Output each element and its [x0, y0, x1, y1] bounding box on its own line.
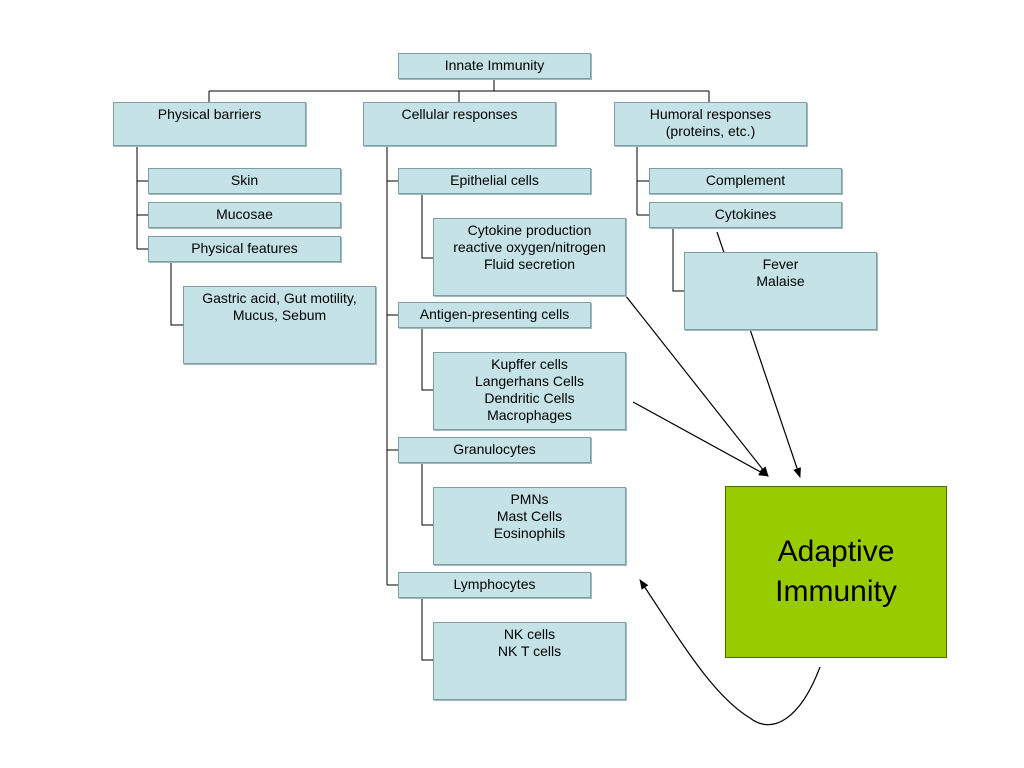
cellular-responses-box: Cellular responses — [363, 102, 556, 146]
adaptive-immunity-label: Immunity — [775, 575, 897, 608]
granulocytes-detail-line: PMNs — [510, 491, 549, 507]
connector-apc-detail — [421, 329, 433, 391]
lymphocytes-detail-line: NK T cells — [497, 643, 562, 659]
physical-features-detail-line: Gastric acid, Gut motility, — [202, 290, 357, 306]
cytokines-label: Cytokines — [714, 206, 777, 222]
physical-features-box: Physical features — [148, 236, 341, 262]
granulocytes-detail-box: PMNs Mast Cells Eosinophils — [433, 487, 626, 565]
mucosae-box: Mucosae — [148, 202, 341, 228]
granulocytes-label: Granulocytes — [453, 441, 536, 457]
lymphocytes-label: Lymphocytes — [453, 576, 536, 592]
lymphocytes-detail-box: NK cells NK T cells — [433, 622, 626, 700]
physical-features-label: Physical features — [191, 240, 298, 256]
connector-epithelial-detail — [421, 195, 433, 259]
physical-features-detail-line: Mucus, Sebum — [232, 307, 327, 323]
innate-immunity-box: Innate Immunity — [398, 53, 591, 79]
complement-label: Complement — [705, 172, 786, 188]
humoral-responses-box: Humoral responses (proteins, etc.) — [614, 102, 807, 146]
adaptive-immunity-label: Adaptive — [777, 535, 895, 568]
physical-features-detail-box: Gastric acid, Gut motility, Mucus, Sebum — [183, 286, 376, 364]
cytokines-box: Cytokines — [649, 202, 842, 228]
epithelial-detail-line: reactive oxygen/nitrogen — [453, 239, 606, 255]
lymphocytes-box: Lymphocytes — [398, 572, 591, 598]
epithelial-detail-line: Fluid secretion — [483, 256, 576, 272]
adaptive-immunity-box: Adaptive Immunity — [725, 486, 947, 658]
skin-label: Skin — [230, 172, 259, 188]
granulocytes-detail-line: Mast Cells — [496, 508, 563, 524]
apc-detail-line: Langerhans Cells — [475, 373, 584, 389]
cytokines-detail-box: Fever Malaise — [684, 252, 877, 330]
cytokines-detail-line: Fever — [762, 256, 799, 272]
cellular-responses-label: Cellular responses — [401, 106, 518, 122]
epithelial-cells-box: Epithelial cells — [398, 168, 591, 194]
innate-immunity-title: Innate Immunity — [444, 57, 545, 73]
arrow-epithelial-to-adaptive — [613, 280, 769, 477]
humoral-responses-sublabel: (proteins, etc.) — [665, 123, 756, 139]
epithelial-detail-line: Cytokine production — [467, 222, 592, 238]
connector-lymphocytes-detail — [421, 598, 433, 661]
antigen-presenting-cells-label: Antigen-presenting cells — [419, 306, 570, 322]
apc-detail-box: Kupffer cells Langerhans Cells Dendritic… — [433, 352, 626, 430]
apc-detail-line: Kupffer cells — [491, 356, 568, 372]
epithelial-cells-label: Epithelial cells — [450, 172, 539, 188]
apc-detail-line: Dendritic Cells — [484, 390, 575, 406]
skin-box: Skin — [148, 168, 341, 194]
apc-detail-line: Macrophages — [487, 407, 572, 423]
connector-features-detail — [170, 263, 183, 326]
antigen-presenting-cells-box: Antigen-presenting cells — [398, 302, 591, 328]
granulocytes-box: Granulocytes — [398, 437, 591, 463]
connector-granulocytes-detail — [421, 464, 433, 526]
complement-box: Complement — [649, 168, 842, 194]
mucosae-label: Mucosae — [216, 206, 273, 222]
arrow-apc-to-adaptive — [632, 401, 769, 477]
humoral-responses-label: Humoral responses — [649, 106, 772, 122]
granulocytes-detail-line: Eosinophils — [493, 525, 566, 541]
cytokines-detail-line: Malaise — [756, 273, 805, 289]
arrow-adaptive-to-lymphocytes — [639, 579, 821, 726]
connector-cytokines-detail — [672, 229, 684, 292]
epithelial-detail-box: Cytokine production reactive oxygen/nitr… — [433, 218, 626, 296]
lymphocytes-detail-line: NK cells — [503, 626, 556, 642]
physical-barriers-label: Physical barriers — [157, 106, 262, 122]
physical-barriers-box: Physical barriers — [113, 102, 306, 146]
